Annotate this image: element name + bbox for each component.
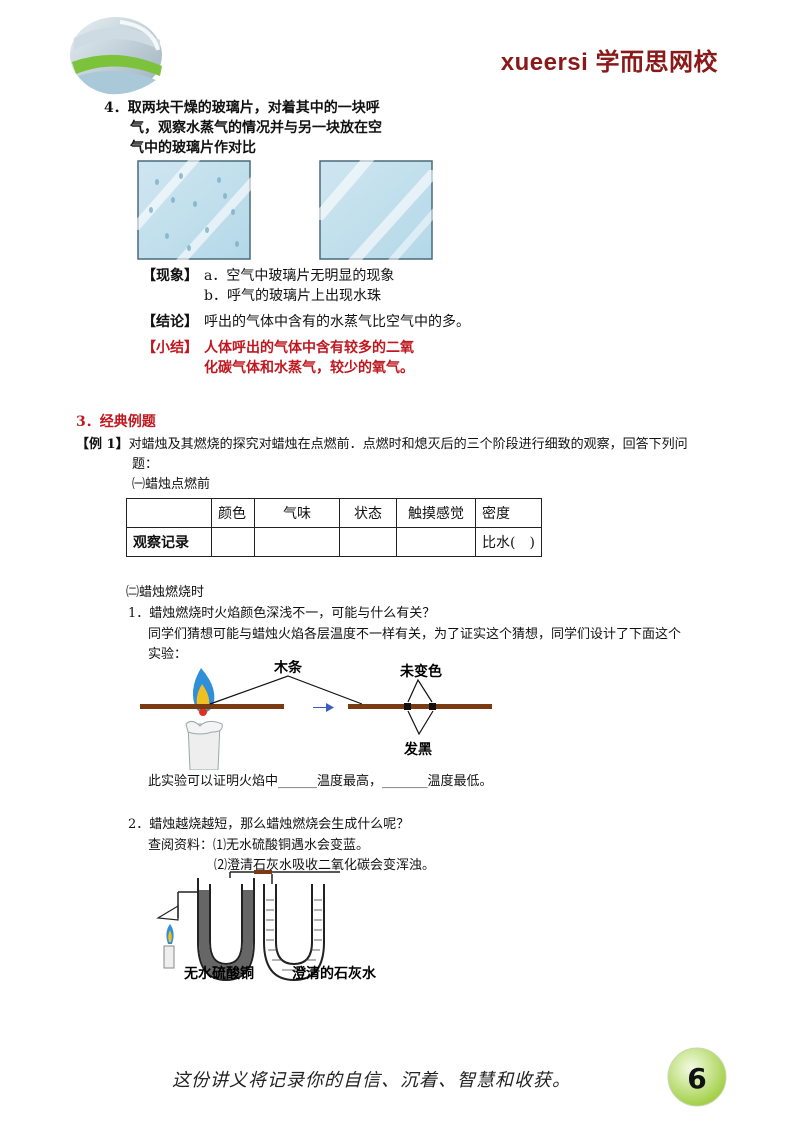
question-1-guess: 同学们猜想可能与蜡烛火焰各层温度不一样有关，为了证实这个猜想，同学们设计了下面这… [148,627,682,642]
table-row: 观察记录 比水( ) [126,527,542,557]
example-text: 对蜡烛及其燃烧的探究对蜡烛在点燃前．点燃时和熄灭后的三个阶段进行细致的观察，回答… [128,437,688,452]
page-number: 6 [687,1062,706,1095]
table-header-row: 颜色 气味 状态 触摸感觉 密度 [126,498,542,528]
example-label: 【例 1】 [76,437,129,452]
question-2-reference-line2: ⑵澄清石灰水吸收二氧化碳会变浑浊。 [214,858,436,873]
summary-line2: 化碳气体和水蒸气，较少的氧气。 [204,360,414,376]
phenomenon-label: 【现象】 [142,268,198,284]
air-glass-illustration [319,160,433,260]
u-tube-apparatus-figure: 无水硫酸铜 澄清的石灰水 [156,870,377,982]
table-cell [254,527,340,557]
table-cell [339,527,397,557]
question-1-guess-line2: 实验： [148,647,188,662]
table-header-cell: 颜色 [211,498,255,528]
fig2-label-right: 澄清的石灰水 [292,965,377,982]
section4-heading-line2: 气，观察水蒸气的情况并与另一块放在空 [130,120,382,136]
section4-heading-line3: 气中的玻璃片作对比 [130,140,256,156]
section4-heading: 4．取两块干燥的玻璃片，对着其中的一块呼 [104,100,380,116]
conclusion-text: 呼出的气体中含有的水蒸气比空气中的多。 [204,314,470,330]
density-cell: 比水( ) [475,527,542,557]
row-label: 观察记录 [126,527,212,557]
fig1-label-stick: 木条 [273,660,303,676]
phenomenon-a: a．空气中玻璃片无明显的现象 [204,268,395,284]
section3-title: 3．经典例题 [76,414,156,430]
table-header-cell [126,498,212,528]
table-header-cell: 触摸感觉 [396,498,476,528]
globe-logo-icon [70,17,162,95]
fig1-label-black: 发黑 [403,741,432,758]
phenomenon-b: b．呼气的玻璃片上出现水珠 [204,288,381,304]
table-cell [211,527,255,557]
table-header-cell: 状态 [339,498,397,528]
question-1: 1．蜡烛燃烧时火焰颜色深浅不一，可能与什么有关？ [128,606,436,621]
summary-line1: 人体呼出的气体中含有较多的二氧 [204,340,414,356]
observation-table: 颜色 气味 状态 触摸感觉 密度 观察记录 比水( ) [126,498,542,557]
question-1-fill-blank: 此实验可以证明火焰中______温度最高，_______温度最低。 [148,774,493,789]
part2-heading: ㈡蜡烛燃烧时 [126,585,205,600]
example-1: 【例 1】对蜡烛及其燃烧的探究对蜡烛在点燃前．点燃时和熄灭后的三个阶段进行细致的… [76,436,688,454]
table-cell [396,527,476,557]
brand-name: xueersi 学而思网校 [500,49,718,76]
footer-motto: 这份讲义将记录你的自信、沉着、智慧和收获。 [172,1070,571,1091]
fig1-label-unchanged: 未变色 [400,663,442,680]
fig2-label-left: 无水硫酸铜 [183,965,254,982]
table-header-cell: 气味 [254,498,340,528]
table-header-cell: 密度 [475,498,542,528]
breathed-glass-illustration [137,160,251,260]
summary-label: 【小结】 [142,340,198,356]
page-number-badge: 6 [667,1047,727,1107]
question-2: 2．蜡烛越烧越短，那么蜡烛燃烧会生成什么呢？ [128,817,410,832]
candle-stick-experiment-figure: 木条 未变色 发黑 [140,660,492,770]
conclusion-label: 【结论】 [142,314,198,330]
question-2-reference: 查阅资料：⑴无水硫酸铜遇水会变蓝。 [148,838,370,853]
part1-heading: ㈠蜡烛点燃前 [132,477,211,492]
example-text-line2: 题： [132,457,159,472]
